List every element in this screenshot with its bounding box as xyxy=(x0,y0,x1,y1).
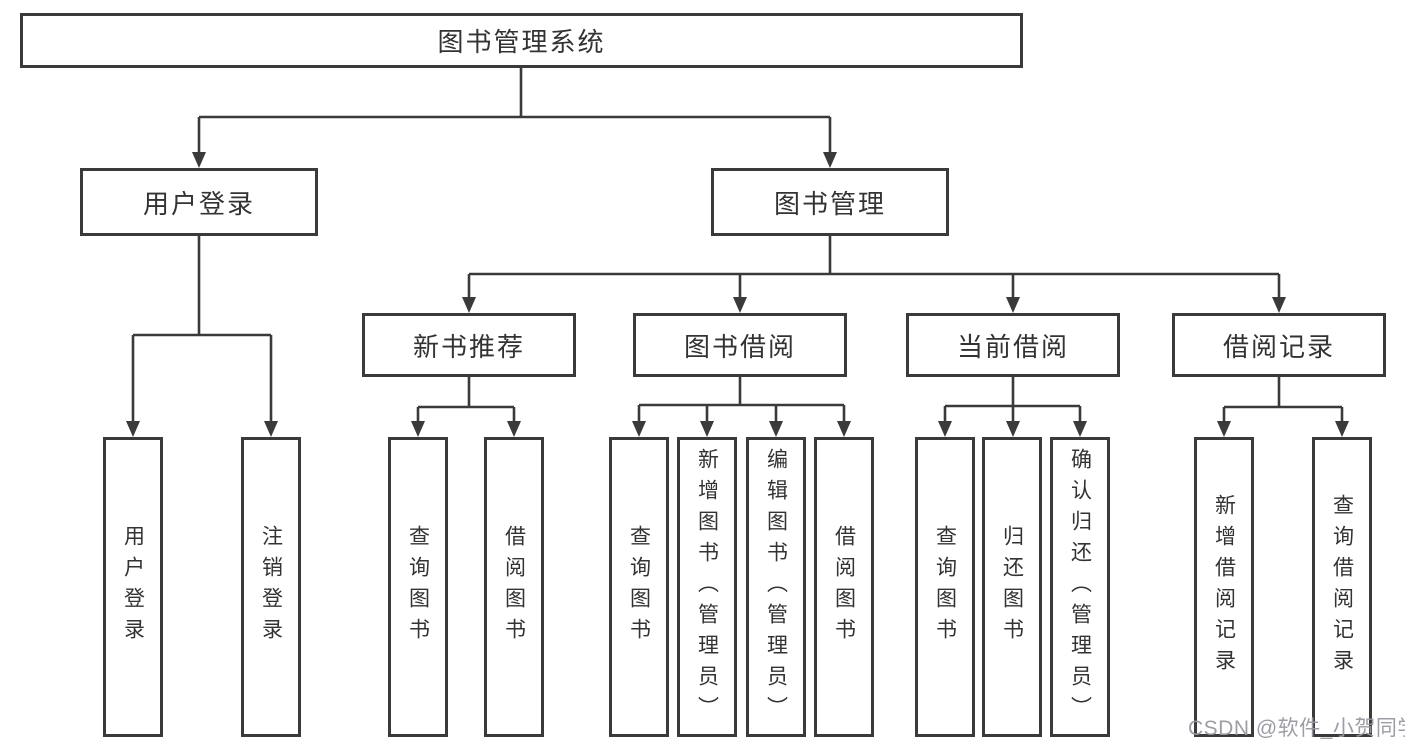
node-label: 查询图书 xyxy=(933,525,957,649)
node-label: 注销登录 xyxy=(259,525,283,649)
node-label: 图书借阅 xyxy=(683,331,796,362)
node-label: 确认归还（管理员） xyxy=(1068,447,1092,727)
leaf-add-borrow-record: 新增借阅记录 xyxy=(1194,437,1254,737)
leaf-borrow-books: 借阅图书 xyxy=(814,437,874,737)
leaf-query-borrow-record: 查询借阅记录 xyxy=(1312,437,1372,737)
node-label: 查询图书 xyxy=(406,525,430,649)
node-book-management: 图书管理 xyxy=(711,168,949,236)
node-label: 查询借阅记录 xyxy=(1330,494,1354,680)
node-label: 新增图书（管理员） xyxy=(695,447,719,727)
node-label: 新书推荐 xyxy=(412,331,525,362)
node-new-book-recommendation: 新书推荐 xyxy=(362,313,576,377)
node-label: 当前借阅 xyxy=(956,331,1069,362)
node-label: 查询图书 xyxy=(627,525,651,649)
node-user-login: 用户登录 xyxy=(80,168,318,236)
node-label: 借阅图书 xyxy=(502,525,526,649)
leaf-user-login: 用户登录 xyxy=(103,437,163,737)
node-label: 用户登录 xyxy=(121,525,145,649)
node-label: 编辑图书（管理员） xyxy=(764,447,788,727)
node-label: 新增借阅记录 xyxy=(1212,494,1236,680)
node-current-borrowing: 当前借阅 xyxy=(906,313,1120,377)
leaf-query-books: 查询图书 xyxy=(609,437,669,737)
leaf-add-books-admin: 新增图书（管理员） xyxy=(677,437,737,737)
leaf-confirm-return-admin: 确认归还（管理员） xyxy=(1050,437,1110,737)
node-label: 归还图书 xyxy=(1000,525,1024,649)
node-borrowing-records: 借阅记录 xyxy=(1172,313,1386,377)
leaf-borrow-books: 借阅图书 xyxy=(484,437,544,737)
node-label: 借阅记录 xyxy=(1222,331,1335,362)
leaf-return-books: 归还图书 xyxy=(982,437,1042,737)
csdn-watermark: CSDN @软件_小贺同学 xyxy=(1188,717,1405,740)
leaf-logout: 注销登录 xyxy=(241,437,301,737)
node-library-management-system: 图书管理系统 xyxy=(20,13,1023,68)
node-label: 用户登录 xyxy=(142,188,255,219)
node-label: 借阅图书 xyxy=(832,525,856,649)
node-label: 图书管理系统 xyxy=(437,27,606,57)
leaf-edit-books-admin: 编辑图书（管理员） xyxy=(746,437,806,737)
node-book-borrowing: 图书借阅 xyxy=(633,313,847,377)
leaf-query-books: 查询图书 xyxy=(915,437,975,737)
leaf-query-books: 查询图书 xyxy=(388,437,448,737)
node-label: 图书管理 xyxy=(773,188,886,219)
